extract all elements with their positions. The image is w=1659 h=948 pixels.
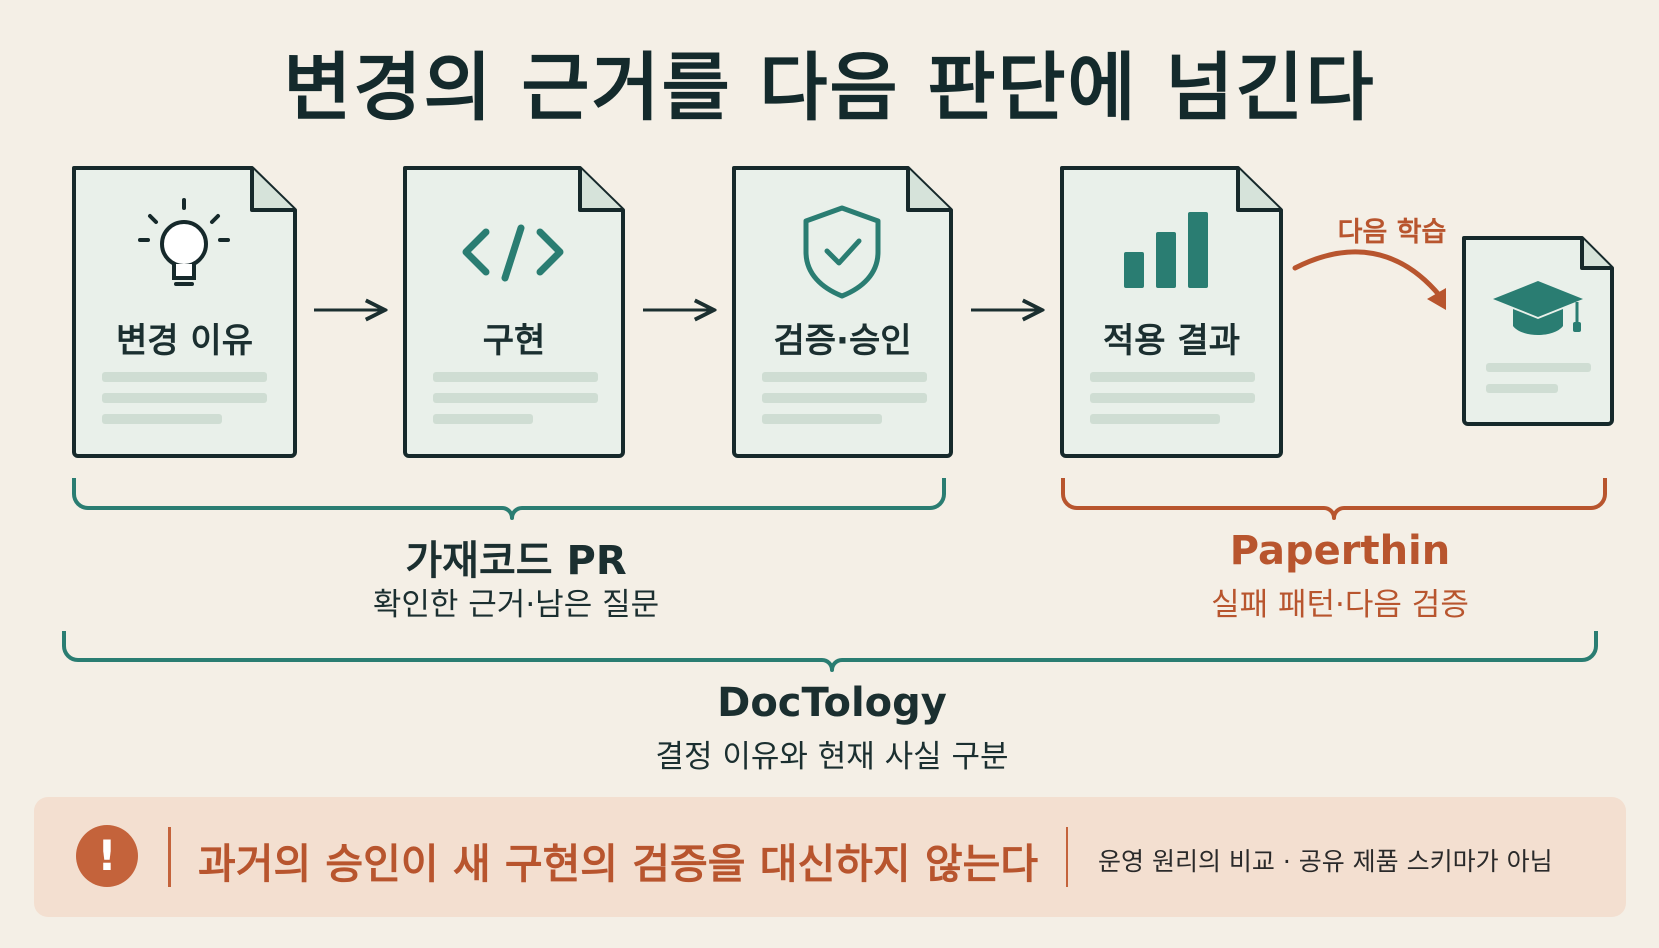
group-title-doctology: DocTology — [717, 680, 947, 726]
step-label-result: 적용 결과 — [1103, 321, 1240, 361]
bracket-gajaecode — [72, 478, 946, 520]
group-subtitle-gajaecode: 확인한 근거·남은 질문 — [372, 587, 660, 623]
step-label-implementation: 구현 — [482, 321, 546, 361]
note-side-text: 운영 원리의 비교 · 공유 제품 스키마가 아님 — [1098, 847, 1553, 876]
note-main-text: 과거의 승인이 새 구현의 검증을 대신하지 않는다 — [198, 840, 1039, 888]
bracket-doctology — [62, 631, 1598, 672]
code-icon — [462, 224, 564, 282]
next-learning-arrow — [1292, 249, 1446, 310]
alert-icon: ! — [76, 825, 138, 887]
group-subtitle-paperthin: 실패 패턴·다음 검증 — [1211, 587, 1469, 623]
bracket-paperthin — [1061, 478, 1607, 520]
group-title-paperthin: Paperthin — [1229, 528, 1451, 574]
lightbulb-icon — [138, 198, 230, 286]
step-label-verification: 검증·승인 — [773, 321, 912, 361]
next-learning-document — [1462, 236, 1614, 426]
note-divider-left — [168, 827, 171, 887]
graduation-cap-icon — [1493, 281, 1583, 335]
warning-note — [34, 797, 1626, 917]
step-document-reason — [72, 166, 297, 458]
bar-chart-icon — [1124, 212, 1208, 288]
group-title-gajaecode: 가재코드 PR — [405, 538, 627, 584]
shield-check-icon — [803, 205, 881, 299]
note-divider-right — [1066, 827, 1068, 887]
page-title: 변경의 근거를 다음 판단에 넘긴다 — [283, 45, 1376, 131]
step-label-reason: 변경 이유 — [116, 321, 253, 361]
next-learning-label: 다음 학습 — [1337, 217, 1447, 248]
step-document-implementation — [403, 166, 625, 458]
step-document-result — [1060, 166, 1283, 458]
group-subtitle-doctology: 결정 이유와 현재 사실 구분 — [655, 739, 1009, 775]
step-document-verification — [732, 166, 953, 458]
